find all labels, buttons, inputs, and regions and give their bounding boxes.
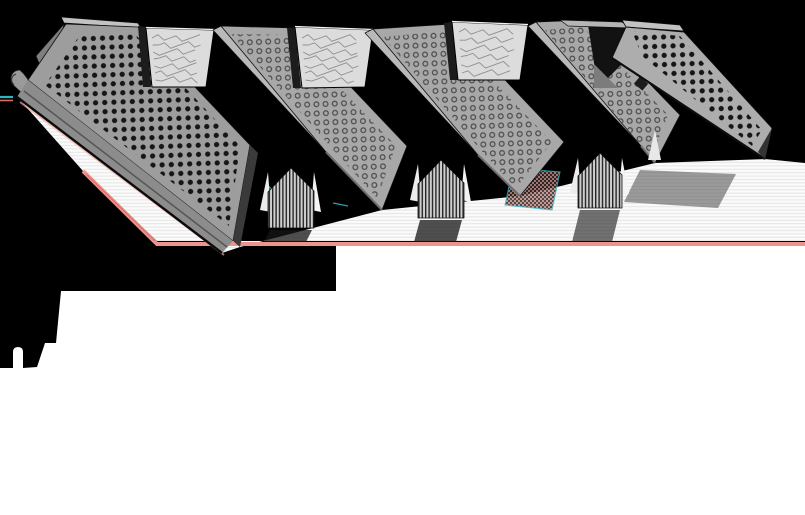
base-white-region [0,244,805,515]
end-cap-top-flange [621,19,685,32]
flute-3-insulation-end [577,152,623,209]
cyan-artifact-3 [332,202,349,207]
end-cap-notch [633,76,649,91]
rib-1-bottom-edge [16,96,223,254]
rib-1-near-cut [233,145,258,247]
deck-panel [10,16,773,254]
reflection-band [0,95,805,256]
rib-3 [364,23,565,197]
flute-2 [287,25,471,219]
rib-3-perforations [383,31,552,188]
flute-3 [444,20,629,209]
flute-2-insulation-end [417,159,465,219]
rib-2-perforations [231,34,396,198]
flute-4-lit-bottom [594,64,618,88]
flute-2-insulation-texture [301,34,359,84]
flute-1-insulation-end [267,167,315,229]
rib-4-perforations [545,27,668,155]
flute-shadow-reflection-4 [572,210,620,242]
end-cap-perforations [632,31,762,146]
rib-4 [527,19,681,164]
flute-1-insulation-texture [151,34,201,84]
rib-2 [212,25,408,211]
rib-1-perforations [45,32,240,226]
flute-shadow-reflection-2 [414,220,462,242]
end-cap-corner-cut [758,128,772,159]
flute-4-end-highlight [648,130,661,160]
rib-5-end-cap [559,19,773,160]
flute-shadow-reflection-1 [264,230,312,242]
flute-3-insulation-texture [458,28,515,77]
flute-1-insulation [145,27,215,88]
end-cap-bottom-edge [611,57,766,160]
end-shadow-reflection [624,170,736,208]
flute-1 [138,26,321,229]
